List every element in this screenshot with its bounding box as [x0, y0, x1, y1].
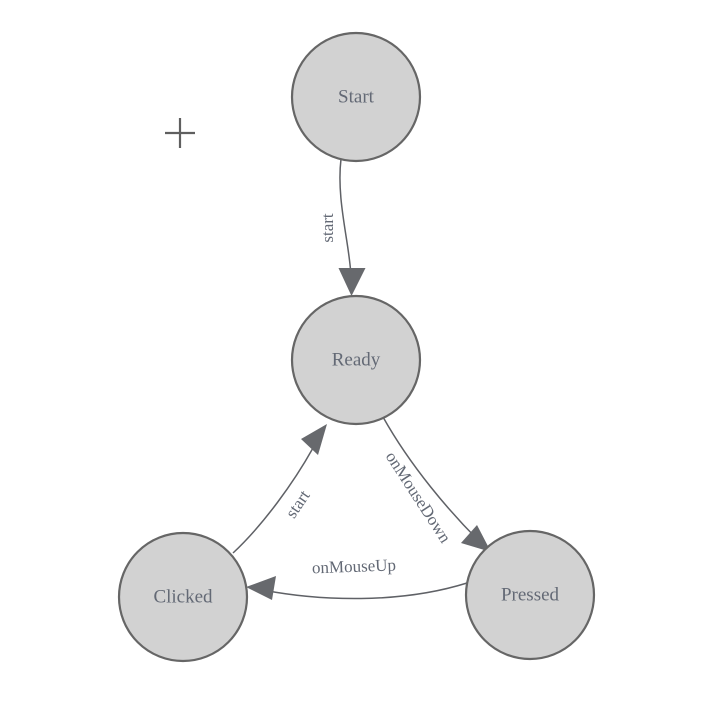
node-pressed-label: Pressed: [501, 584, 560, 605]
edge-start-to-ready-arrowhead: [338, 268, 366, 296]
node-clicked-label: Clicked: [153, 586, 213, 607]
node-start-label: Start: [338, 86, 375, 107]
edge-start-to-ready-label: start: [318, 213, 337, 243]
node-clicked[interactable]: Clicked: [117, 531, 249, 663]
node-ready-label: Ready: [332, 349, 381, 370]
node-pressed[interactable]: Pressed: [464, 529, 596, 661]
edge-pressed-to-clicked-path: [262, 582, 468, 600]
node-clicked-circle[interactable]: [117, 531, 249, 663]
plus-icon: [165, 118, 195, 148]
node-pressed-circle[interactable]: [464, 529, 596, 661]
node-start-circle[interactable]: [290, 31, 422, 163]
node-ready[interactable]: Ready: [290, 294, 422, 426]
edge-ready-to-pressed[interactable]: onMouseDown: [382, 416, 491, 552]
edge-clicked-to-ready-label: start: [282, 486, 314, 521]
edge-pressed-to-clicked[interactable]: onMouseUp: [246, 555, 468, 600]
node-start[interactable]: Start: [290, 31, 422, 163]
edge-clicked-to-ready-path: [232, 447, 314, 554]
node-ready-circle[interactable]: [290, 294, 422, 426]
edge-ready-to-pressed-arrowhead: [461, 525, 491, 552]
edge-clicked-to-ready-arrowhead: [301, 424, 327, 455]
edge-start-to-ready-path: [339, 158, 352, 278]
edge-clicked-to-ready[interactable]: start: [232, 424, 327, 554]
edge-pressed-to-clicked-arrowhead: [246, 576, 276, 600]
edge-ready-to-pressed-path: [382, 416, 480, 542]
edge-ready-to-pressed-label: onMouseDown: [382, 448, 455, 547]
edge-pressed-to-clicked-label: onMouseUp: [312, 555, 397, 577]
edge-start-to-ready[interactable]: start: [318, 158, 366, 296]
